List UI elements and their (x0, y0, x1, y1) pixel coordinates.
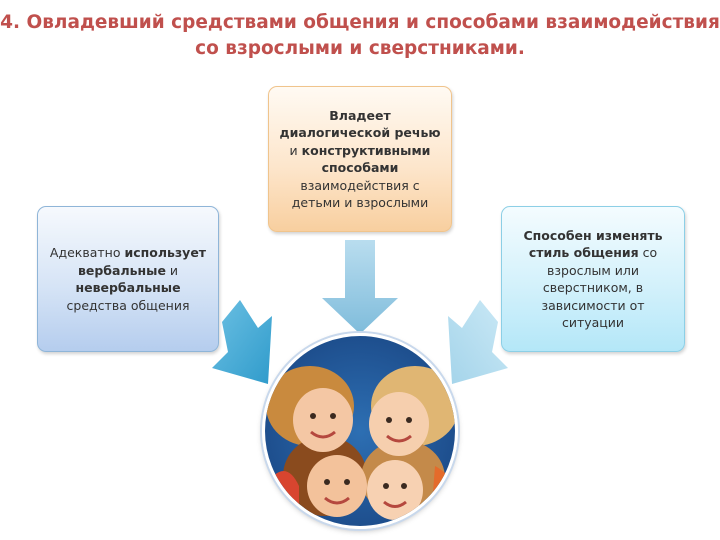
card-right-line-2-plain: со (638, 245, 658, 260)
children-photo (262, 333, 458, 529)
card-dialogic-speech: Владеет диалогической речью и конструкти… (268, 86, 452, 232)
card-left-line-3: невербальные (75, 280, 181, 295)
card-left-line-1-bold: использует (124, 245, 207, 260)
card-right-line-1: Способен изменять (523, 227, 663, 243)
card-communication-style: Способен изменять стиль общения со взрос… (501, 206, 685, 352)
card-top-line-1: Владеет (329, 107, 391, 123)
children-faces-illustration (265, 366, 455, 526)
card-top-line-2: диалогической речью (279, 125, 441, 140)
card-right-line-6: ситуации (561, 315, 625, 330)
card-top-line-3-bold: конструктивными (301, 142, 431, 158)
card-top-line-6: детьми и взрослыми (291, 195, 429, 210)
card-left-line-4: средства общения (66, 297, 190, 313)
card-left-line-2-plain: и (165, 262, 179, 278)
card-left-line-1-plain: Адекватно (49, 245, 125, 260)
arrow-down (322, 240, 398, 334)
card-top-line-4: способами (321, 160, 399, 175)
slide-title-line-2: со взрослыми и сверстниками. (195, 38, 525, 59)
arrow-right-to-center (448, 300, 508, 384)
card-right-line-4: сверстником, в (542, 280, 644, 295)
card-top-line-5: взаимодействия с (300, 177, 420, 193)
card-verbal-nonverbal: Адекватно использует вербальные и неверб… (37, 206, 219, 352)
card-left-line-2-bold: вербальные (77, 262, 166, 278)
card-right-line-2-bold: стиль общения (528, 245, 639, 260)
slide-title-line-1: 4. Овладевший средствами общения и спосо… (0, 12, 720, 33)
card-right-line-3: взрослым или (547, 262, 639, 278)
card-top-line-3-plain: и (289, 142, 302, 158)
slide-title: 4. Овладевший средствами общения и спосо… (0, 10, 720, 62)
arrow-left-to-center (212, 300, 272, 384)
card-right-line-5: зависимости от (541, 297, 645, 313)
